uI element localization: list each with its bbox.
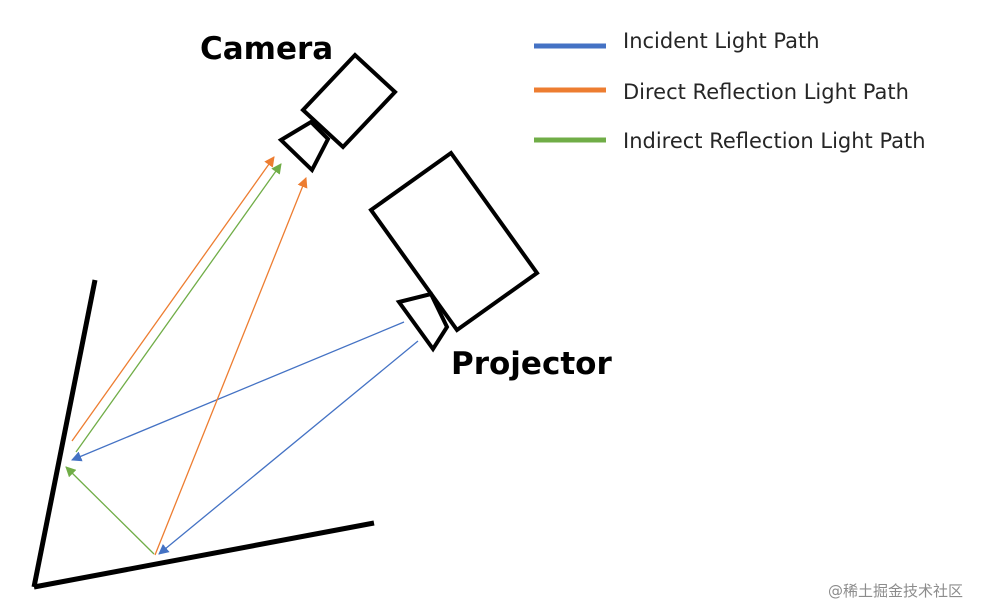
floor [33, 520, 375, 590]
direct-reflection-from-floor [154, 177, 308, 556]
incident-path-to-wall [71, 321, 405, 462]
watermark-text: @稀土掘金技术社区 [828, 582, 963, 600]
surface-walls [31, 279, 375, 590]
left-wall [31, 279, 98, 588]
legend-item-indirect: Indirect Reflection Light Path [534, 129, 926, 153]
incident-path-to-floor [158, 340, 419, 555]
camera-lens [277, 119, 331, 174]
direct-reflection-from-wall [71, 156, 275, 442]
camera-label: Camera [200, 31, 333, 67]
legend: Incident Light Path Direct Reflection Li… [534, 29, 926, 153]
projector-label: Projector [451, 346, 612, 382]
light-paths [65, 156, 419, 556]
legend-label-direct: Direct Reflection Light Path [623, 80, 909, 104]
indirect-path-floor-to-wall [65, 466, 155, 555]
camera-device [277, 52, 398, 174]
legend-label-indirect: Indirect Reflection Light Path [623, 129, 926, 153]
projector-lens [395, 291, 450, 353]
camera-body [300, 52, 398, 150]
legend-item-direct: Direct Reflection Light Path [534, 80, 909, 104]
projector-device [368, 150, 540, 353]
projector-body [368, 150, 540, 333]
legend-item-incident: Incident Light Path [534, 29, 820, 53]
indirect-path-wall-to-camera [75, 163, 282, 453]
legend-label-incident: Incident Light Path [623, 29, 820, 53]
